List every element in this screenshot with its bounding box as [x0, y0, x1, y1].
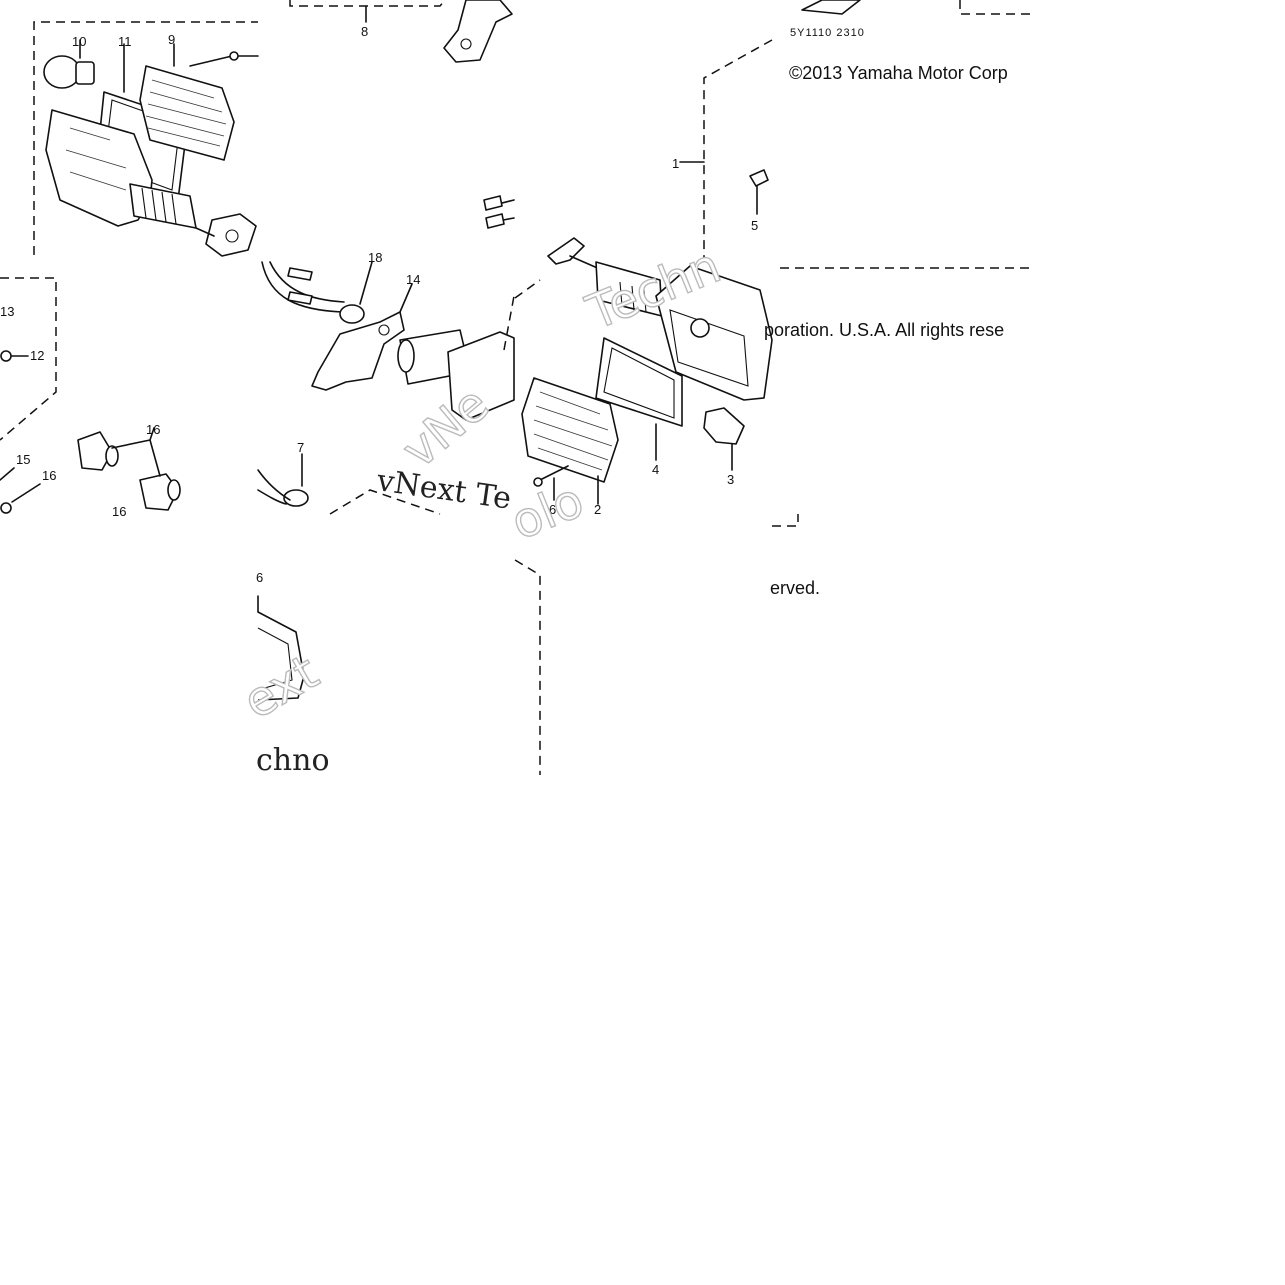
callout-10: 10: [72, 34, 86, 49]
callout-2: 2: [594, 502, 601, 517]
copyright-line-1: ©2013 Yamaha Motor Corp: [789, 63, 1008, 83]
callout-16: 16: [42, 468, 56, 483]
tile-left-middle: 13 12 15 16 16 16: [0, 277, 181, 519]
part-number: 5Y1110 2310: [790, 27, 865, 39]
callout-5: 5: [751, 218, 758, 233]
callout-1: 1: [672, 156, 679, 171]
callout-12: 12: [30, 348, 44, 363]
tile-top-center: 8: [289, 0, 513, 63]
callout-9: 9: [168, 32, 175, 47]
watermark-6: olo: [504, 472, 592, 551]
watermark-1: vNext Te: [374, 463, 513, 517]
callout-17: 16: [146, 422, 160, 437]
callout-18: 18: [368, 250, 382, 265]
callout-13: 13: [0, 304, 14, 319]
copyright-line-3: erved.: [770, 578, 820, 598]
callout-3: 3: [727, 472, 734, 487]
callout-14: 14: [406, 272, 420, 287]
watermark-2: chno: [256, 743, 330, 778]
callout-4: 4: [652, 462, 659, 477]
copyright-line-2: poration. U.S.A. All rights rese: [764, 320, 1004, 340]
watermark-5: ext: [234, 644, 328, 730]
tile-top-right: 5Y1110 2310 ©2013 Yamaha Motor Corp 1 5: [672, 0, 1030, 269]
callout-15: 15: [16, 452, 30, 467]
callout-7: 7: [297, 440, 304, 455]
callout-11: 11: [118, 34, 132, 49]
callout-6: 6: [549, 502, 556, 517]
tile-top-left: 10 11 9: [33, 21, 259, 257]
callout-16b: 16: [112, 504, 126, 519]
tile-lower: 6 ext chno erved.: [233, 559, 820, 778]
bulb-part: [43, 39, 95, 89]
callout-6b: 6: [256, 570, 263, 585]
tile-middle: 18 14 7 vNext Te vNe: [257, 195, 515, 517]
callout-8: 8: [361, 24, 368, 39]
tile-center-right: poration. U.S.A. All rights rese 4 2 3 6…: [503, 237, 1004, 552]
